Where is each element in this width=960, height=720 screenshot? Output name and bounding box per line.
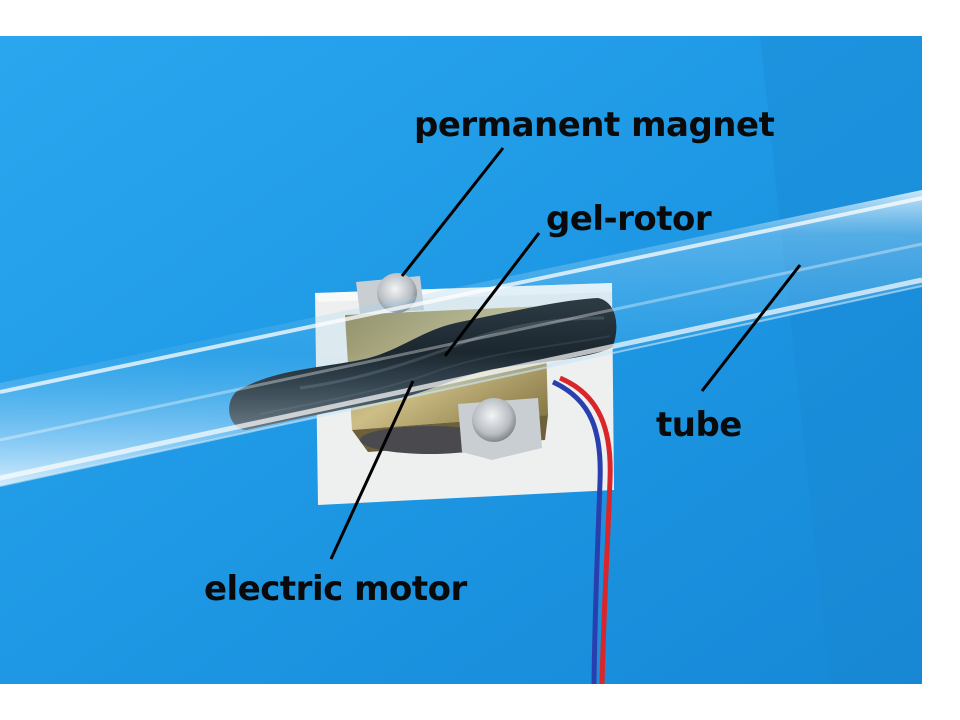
label-tube: tube <box>656 405 742 445</box>
blue-wire <box>551 379 603 685</box>
label-gel-rotor: gel-rotor <box>546 199 712 239</box>
label-permanent-magnet: permanent magnet <box>414 105 775 145</box>
leader-line-electric-motor <box>329 380 415 560</box>
permanent-magnet-bottom <box>472 398 516 442</box>
red-wire <box>559 375 613 685</box>
leader-line-permanent-magnet <box>400 147 505 277</box>
glass-tube <box>0 190 922 486</box>
leader-line-tube <box>700 264 802 392</box>
backdrop-shadow <box>760 36 922 684</box>
label-electric-motor: electric motor <box>204 569 467 609</box>
leader-line-gel-rotor <box>443 232 541 357</box>
